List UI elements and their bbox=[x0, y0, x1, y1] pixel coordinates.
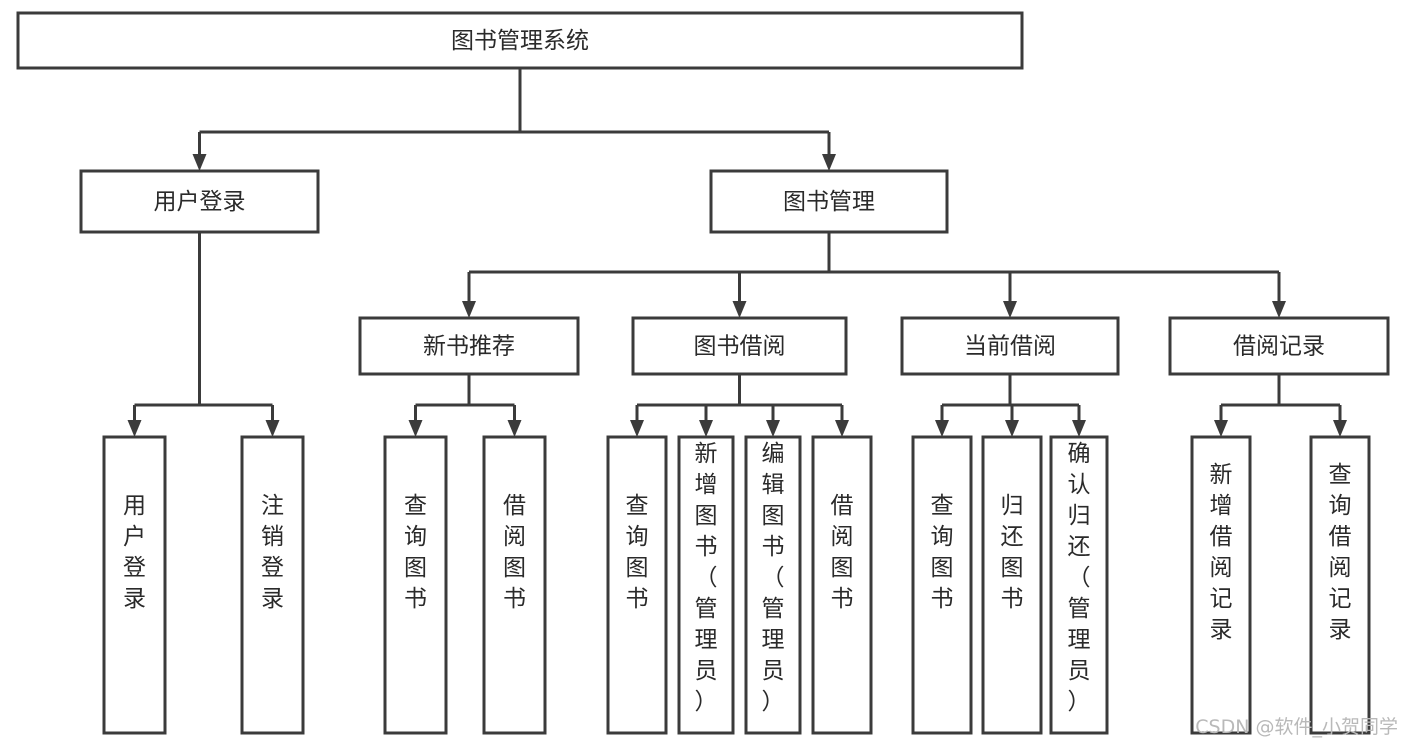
node-user-login[interactable]: 用户登录 bbox=[79, 169, 320, 234]
arrow-leaf-query-book-current bbox=[935, 420, 949, 437]
node-box-user-login bbox=[79, 169, 320, 234]
arrow-leaf-user-login bbox=[127, 420, 142, 437]
node-box-leaf-borrow-book bbox=[811, 435, 873, 735]
node-box-book-management bbox=[709, 169, 949, 234]
arrow-leaf-confirm-return-admin bbox=[1072, 420, 1086, 437]
node-box-leaf-logout-login bbox=[240, 435, 305, 735]
arrow-leaf-query-book-recommend bbox=[408, 420, 423, 437]
node-leaf-query-borrow-record[interactable]: 查询借阅记录 bbox=[1309, 435, 1371, 735]
node-layer: 图书管理系统用户登录图书管理新书推荐图书借阅当前借阅借阅记录用户登录注销登录查询… bbox=[16, 11, 1390, 735]
arrow-leaf-borrow-book bbox=[835, 420, 849, 437]
node-leaf-edit-book-admin[interactable]: 编辑图书（管理员） bbox=[744, 435, 802, 735]
node-label-leaf-query-book-recommend: 查询图书 bbox=[404, 493, 427, 612]
node-label-leaf-add-borrow-record: 新增借阅记录 bbox=[1210, 462, 1233, 643]
node-box-current-borrow bbox=[900, 316, 1120, 376]
node-label-book-borrow: 图书借阅 bbox=[694, 334, 786, 360]
node-box-new-book-recommend bbox=[358, 316, 580, 376]
arrow-new-book-recommend bbox=[462, 301, 476, 318]
node-book-borrow[interactable]: 图书借阅 bbox=[631, 316, 848, 376]
node-leaf-query-book-current[interactable]: 查询图书 bbox=[911, 435, 973, 735]
node-label-leaf-return-book: 归还图书 bbox=[1001, 493, 1024, 612]
arrow-leaf-return-book bbox=[1005, 420, 1019, 437]
node-new-book-recommend[interactable]: 新书推荐 bbox=[358, 316, 580, 376]
node-box-leaf-borrow-book-recommend bbox=[482, 435, 547, 735]
arrow-leaf-add-book-admin bbox=[699, 420, 713, 437]
node-label-leaf-user-login: 用户登录 bbox=[123, 493, 146, 612]
node-leaf-return-book[interactable]: 归还图书 bbox=[981, 435, 1043, 735]
node-box-leaf-user-login bbox=[102, 435, 167, 735]
node-label-leaf-borrow-book: 借阅图书 bbox=[831, 493, 854, 612]
connector-layer bbox=[127, 68, 1347, 437]
node-label-borrow-record: 借阅记录 bbox=[1233, 334, 1325, 360]
node-box-leaf-confirm-return-admin bbox=[1049, 435, 1109, 735]
arrow-leaf-add-borrow-record bbox=[1214, 420, 1228, 437]
node-leaf-logout-login[interactable]: 注销登录 bbox=[240, 435, 305, 735]
node-label-new-book-recommend: 新书推荐 bbox=[423, 334, 515, 360]
node-leaf-query-book-recommend[interactable]: 查询图书 bbox=[383, 435, 448, 735]
node-label-book-management: 图书管理 bbox=[783, 189, 875, 215]
node-box-leaf-query-book-recommend bbox=[383, 435, 448, 735]
node-label-root: 图书管理系统 bbox=[451, 28, 589, 54]
node-box-leaf-query-borrow-record bbox=[1309, 435, 1371, 735]
arrow-leaf-logout-login bbox=[265, 420, 280, 437]
node-box-leaf-return-book bbox=[981, 435, 1043, 735]
arrow-current-borrow bbox=[1003, 301, 1017, 318]
node-label-leaf-confirm-return-admin: 确认归还（管理员） bbox=[1068, 441, 1091, 715]
arrow-leaf-edit-book-admin bbox=[766, 420, 780, 437]
node-label-user-login: 用户登录 bbox=[154, 189, 246, 215]
node-leaf-add-borrow-record[interactable]: 新增借阅记录 bbox=[1190, 435, 1252, 735]
node-leaf-add-book-admin[interactable]: 新增图书（管理员） bbox=[677, 435, 735, 735]
node-label-leaf-logout-login: 注销登录 bbox=[261, 493, 284, 612]
node-leaf-borrow-book[interactable]: 借阅图书 bbox=[811, 435, 873, 735]
node-label-leaf-query-book-current: 查询图书 bbox=[931, 493, 954, 612]
node-leaf-user-login[interactable]: 用户登录 bbox=[102, 435, 167, 735]
arrow-book-management bbox=[822, 154, 836, 171]
arrow-book-borrow bbox=[732, 301, 747, 318]
arrow-user-login bbox=[192, 154, 207, 171]
node-label-leaf-query-borrow-record: 查询借阅记录 bbox=[1329, 462, 1352, 643]
node-leaf-borrow-book-recommend[interactable]: 借阅图书 bbox=[482, 435, 547, 735]
node-box-leaf-query-book-current bbox=[911, 435, 973, 735]
node-box-leaf-add-borrow-record bbox=[1190, 435, 1252, 735]
node-leaf-confirm-return-admin[interactable]: 确认归还（管理员） bbox=[1049, 435, 1109, 735]
node-leaf-query-book-borrow[interactable]: 查询图书 bbox=[606, 435, 668, 735]
node-box-root bbox=[16, 11, 1024, 70]
node-book-management[interactable]: 图书管理 bbox=[709, 169, 949, 234]
node-root[interactable]: 图书管理系统 bbox=[16, 11, 1024, 70]
node-box-borrow-record bbox=[1168, 316, 1390, 376]
arrow-leaf-borrow-book-recommend bbox=[507, 420, 522, 437]
arrow-borrow-record bbox=[1272, 301, 1286, 318]
node-label-current-borrow: 当前借阅 bbox=[964, 334, 1056, 360]
node-box-leaf-add-book-admin bbox=[677, 435, 735, 735]
node-borrow-record[interactable]: 借阅记录 bbox=[1168, 316, 1390, 376]
arrow-leaf-query-borrow-record bbox=[1333, 420, 1347, 437]
node-label-leaf-add-book-admin: 新增图书（管理员） bbox=[695, 441, 718, 715]
node-label-leaf-edit-book-admin: 编辑图书（管理员） bbox=[762, 441, 785, 715]
node-label-leaf-query-book-borrow: 查询图书 bbox=[626, 493, 649, 612]
node-label-leaf-borrow-book-recommend: 借阅图书 bbox=[503, 493, 526, 612]
node-box-leaf-query-book-borrow bbox=[606, 435, 668, 735]
csdn-watermark: CSDN @软件_小贺同学 bbox=[1195, 716, 1398, 738]
node-box-book-borrow bbox=[631, 316, 848, 376]
node-current-borrow[interactable]: 当前借阅 bbox=[900, 316, 1120, 376]
node-box-leaf-edit-book-admin bbox=[744, 435, 802, 735]
arrow-leaf-query-book-borrow bbox=[630, 420, 644, 437]
